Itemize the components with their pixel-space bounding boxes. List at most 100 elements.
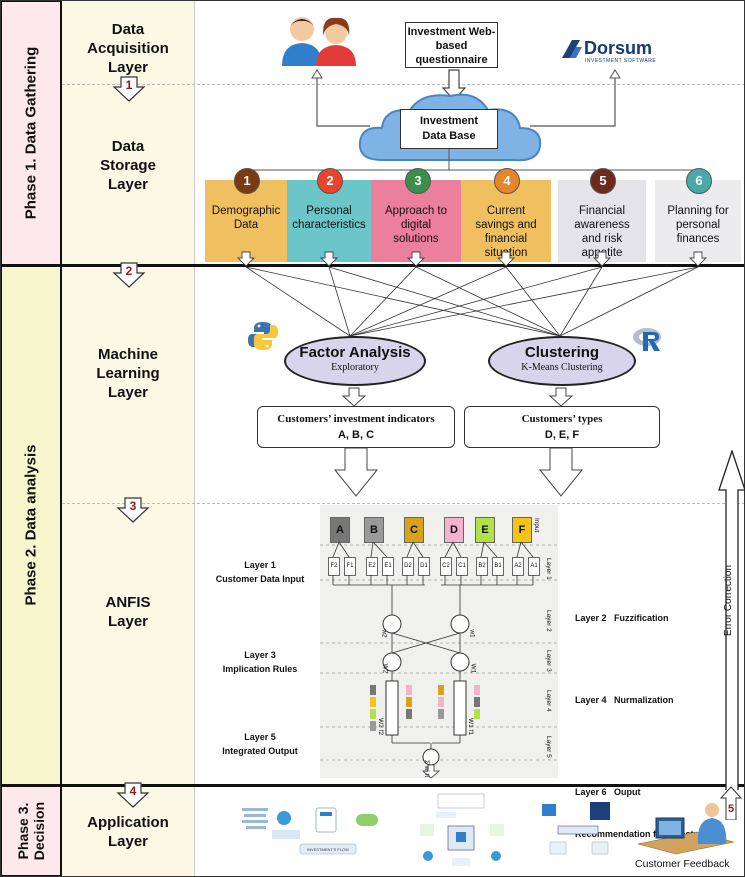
anfis-input-a: A <box>330 517 350 543</box>
anfis-input-d: D <box>444 517 464 543</box>
step-arrow-5: 5 <box>720 786 742 820</box>
r-language-icon <box>633 328 661 351</box>
phase-divider-1 <box>0 264 745 267</box>
category-5-number: 5 <box>590 168 616 194</box>
anfis-left-label-1: Layer 1 Customer Data Input <box>210 558 310 586</box>
category-4-label: Current savings and financial situation <box>475 205 537 259</box>
factor-analysis-subtitle: Exploratory <box>331 362 379 373</box>
dorsum-mark-icon <box>562 40 582 58</box>
error-correction-arrow <box>718 450 745 790</box>
step-number-4: 4 <box>130 784 137 798</box>
customer-feedback-label: Customer Feedback <box>635 858 730 870</box>
clustering-node: Clustering K-Means Clustering <box>488 336 636 386</box>
indicators-box: Customers’ investment indicators A, B, C <box>257 406 455 448</box>
questionnaire-text: Investment Web-based questionnaire <box>407 26 496 66</box>
method-to-output-arrows <box>333 387 584 497</box>
customer-feedback-icon <box>637 803 735 855</box>
category-to-method-lines <box>236 251 708 337</box>
anfis-right-label-1: Layer 2 Fuzzification <box>575 613 669 623</box>
factor-analysis-title: Factor Analysis <box>299 344 411 361</box>
app-dashboard-illustration <box>420 793 504 866</box>
category-5-label: Financial awareness and risk appetite <box>574 205 630 259</box>
anfis-out1-label: W1 f1 <box>466 718 474 735</box>
layer-title-acquisition: Data Acquisition Layer <box>87 21 169 76</box>
anfis-left-label-2b: Implication Rules <box>222 664 298 674</box>
phase-divider-2 <box>0 784 745 787</box>
anfis-out2-label: W2 f2 <box>376 718 384 735</box>
app-flow-illustration: INVESTMENT'S FLOW <box>242 807 378 855</box>
layer-title-anfis: ANFIS Layer <box>105 594 151 630</box>
types-value: D, E, F <box>544 429 580 441</box>
indicators-title: Customers’ investment indicators <box>277 413 435 425</box>
people-icon <box>282 17 356 66</box>
anfis-input-e: E <box>475 517 495 543</box>
anfis-input-c: C <box>404 517 424 543</box>
category-3-label: Approach to digital solutions <box>384 205 447 245</box>
database-box: Investment Data Base <box>400 109 498 149</box>
category-3-number: 3 <box>405 168 431 194</box>
anfis-mf-box: C2 <box>440 557 452 576</box>
anfis-right-label-2: Layer 4 Nurmalization <box>575 695 674 705</box>
clustering-title: Clustering <box>524 344 600 361</box>
python-icon <box>248 322 278 350</box>
anfis-wbar2-label: W2 <box>381 663 389 674</box>
layer-divider-2 <box>62 503 745 504</box>
anfis-mf-box: E1 <box>382 557 394 576</box>
anfis-mf-box: F2 <box>328 557 340 576</box>
step-arrow-3: 3 <box>116 497 150 523</box>
anfis-left-label-2a: Layer 3 <box>244 650 276 660</box>
step-arrow-1: 1 <box>112 76 146 102</box>
acquisition-connectors <box>311 69 621 127</box>
app-dashboard-thumbnail <box>418 792 513 872</box>
database-text: Investment Data Base <box>419 115 479 142</box>
category-6-number: 6 <box>686 168 712 194</box>
phase-1-panel: Phase 1. Data Gathering <box>0 0 62 266</box>
anfis-mf-box: A1 <box>528 557 540 576</box>
anfis-left-label-1b: Customer Data Input <box>215 574 305 584</box>
anfis-mf-box: D2 <box>402 557 414 576</box>
category-4-number: 4 <box>494 168 520 194</box>
step-arrow-2: 2 <box>112 262 146 288</box>
anfis-input-b: B <box>364 517 384 543</box>
step-arrow-4: 4 <box>116 782 150 808</box>
anfis-mf-box: D1 <box>418 557 430 576</box>
anfis-mf-box: F1 <box>344 557 356 576</box>
anfis-mf-box: A2 <box>512 557 524 576</box>
category-1-number: 1 <box>234 168 260 194</box>
layer-title-application: Application Layer <box>87 814 169 850</box>
types-box: Customers’ types D, E, F <box>464 406 660 448</box>
anfis-left-label-2: Layer 3 Implication Rules <box>210 648 310 676</box>
app-robo-thumbnail <box>540 800 620 862</box>
anfis-guides <box>320 544 558 761</box>
anfis-left-label-1a: Layer 1 <box>244 560 276 570</box>
anfis-wbar1-label: W1 <box>469 663 477 674</box>
layer-title-storage: Data Storage Layer <box>100 138 156 193</box>
layer-column <box>62 0 195 877</box>
error-correction-label: Error Correction <box>723 564 735 637</box>
anfis-left-label-3b: Integrated Output <box>222 746 298 756</box>
factor-analysis-node: Factor Analysis Exploratory <box>284 336 426 386</box>
anfis-mf-box: B2 <box>476 557 488 576</box>
anfis-mf-box: E2 <box>366 557 378 576</box>
anfis-mf-box: C1 <box>456 557 468 576</box>
app-robo-illustration <box>542 802 610 855</box>
dorsum-name: Dorsum <box>584 38 653 58</box>
clustering-subtitle: K-Means Clustering <box>521 362 603 373</box>
phase-2-panel: Phase 2. Data analysis <box>0 264 62 786</box>
step-number-5: 5 <box>728 803 734 815</box>
indicators-value: A, B, C <box>337 429 375 441</box>
anfis-right-label-3a: Layer 6 Ouput <box>575 787 641 797</box>
category-6-label: Planning for personal finances <box>667 205 729 245</box>
step-number-1: 1 <box>126 78 133 92</box>
anfis-final-label: Σ wi fi <box>423 759 431 778</box>
anfis-w2-label: w2 <box>380 629 388 638</box>
anfis-left-label-3: Layer 5 Integrated Output <box>210 730 310 758</box>
layer-divider-1 <box>62 84 745 85</box>
step-number-3: 3 <box>130 499 137 513</box>
anfis-input-f: F <box>512 517 532 543</box>
category-2-label: Personal characteristics <box>292 205 366 231</box>
questionnaire-box: Investment Web-based questionnaire <box>405 22 498 68</box>
category-2-number: 2 <box>317 168 343 194</box>
dorsum-logo: Dorsum INVESTMENT SOFTWARE <box>560 36 670 66</box>
app-flow-label: INVESTMENT'S FLOW <box>307 847 349 852</box>
